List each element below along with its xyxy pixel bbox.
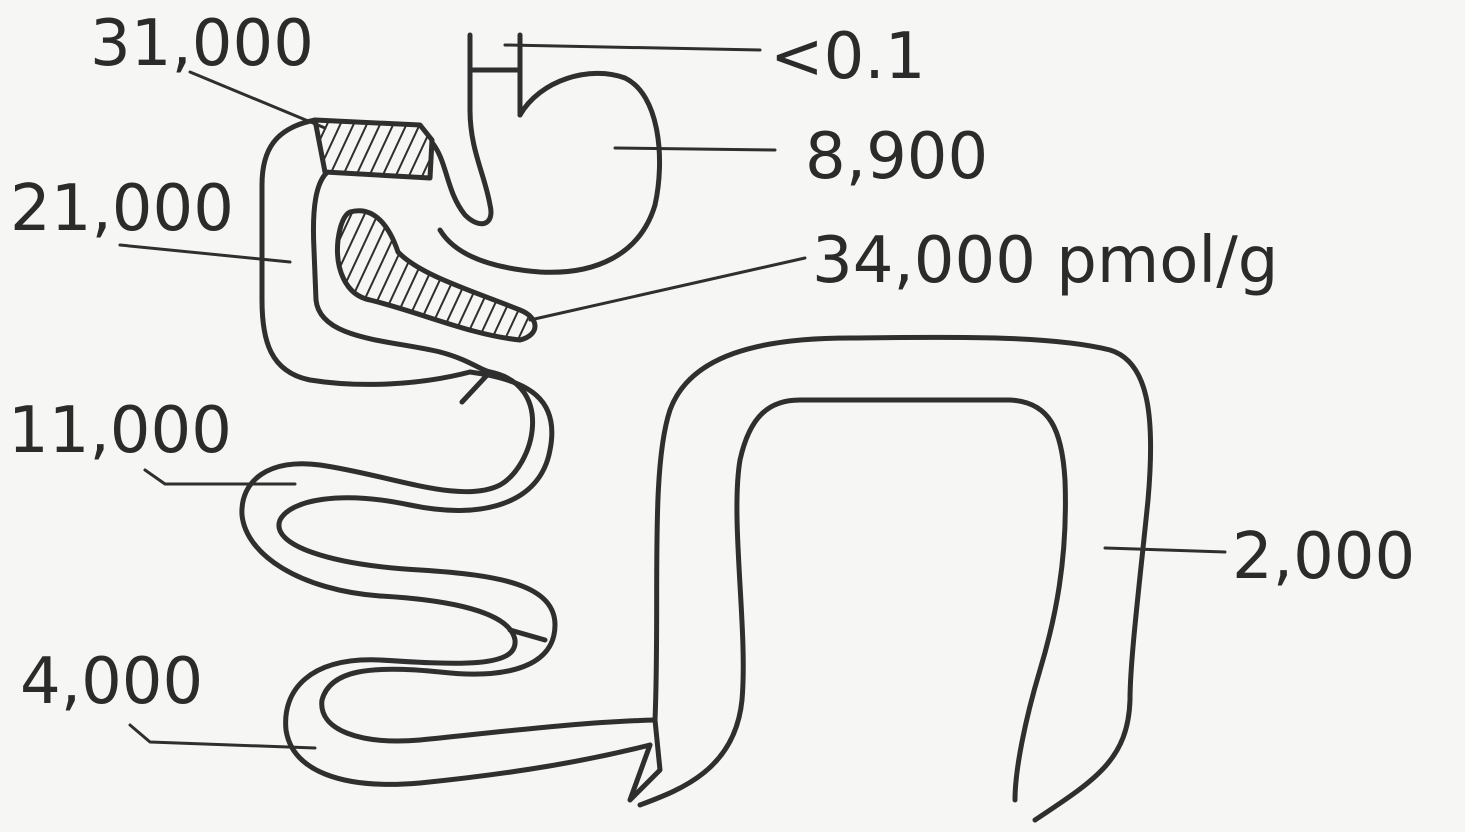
label-esophagus: <0.1 — [770, 20, 925, 94]
esophagus-outline — [470, 35, 520, 115]
duodenal-bulb-hatched — [315, 120, 432, 178]
leader-stomach — [615, 148, 775, 150]
label-duodenal-bulb: 31,000 — [90, 7, 314, 81]
label-ileum: 4,000 — [20, 645, 203, 719]
colon-inner-wall — [640, 400, 1065, 805]
leader-pancreas — [530, 258, 805, 320]
jejunum-outer-wall — [279, 372, 655, 741]
stomach-outline — [410, 73, 660, 272]
segment-divider-upper — [462, 372, 490, 402]
label-colon: 2,000 — [1232, 520, 1415, 594]
label-pancreas: 34,000 pmol/g — [812, 224, 1278, 298]
leader-esophagus — [505, 45, 760, 50]
label-jejunum: 11,000 — [8, 394, 232, 468]
label-stomach: 8,900 — [805, 120, 988, 194]
leader-colon — [1105, 548, 1225, 552]
ileocecal-junction — [630, 720, 660, 800]
label-duodenum: 21,000 — [10, 172, 234, 246]
leader-jejunum — [145, 470, 295, 484]
pancreas-hatched — [337, 211, 535, 340]
